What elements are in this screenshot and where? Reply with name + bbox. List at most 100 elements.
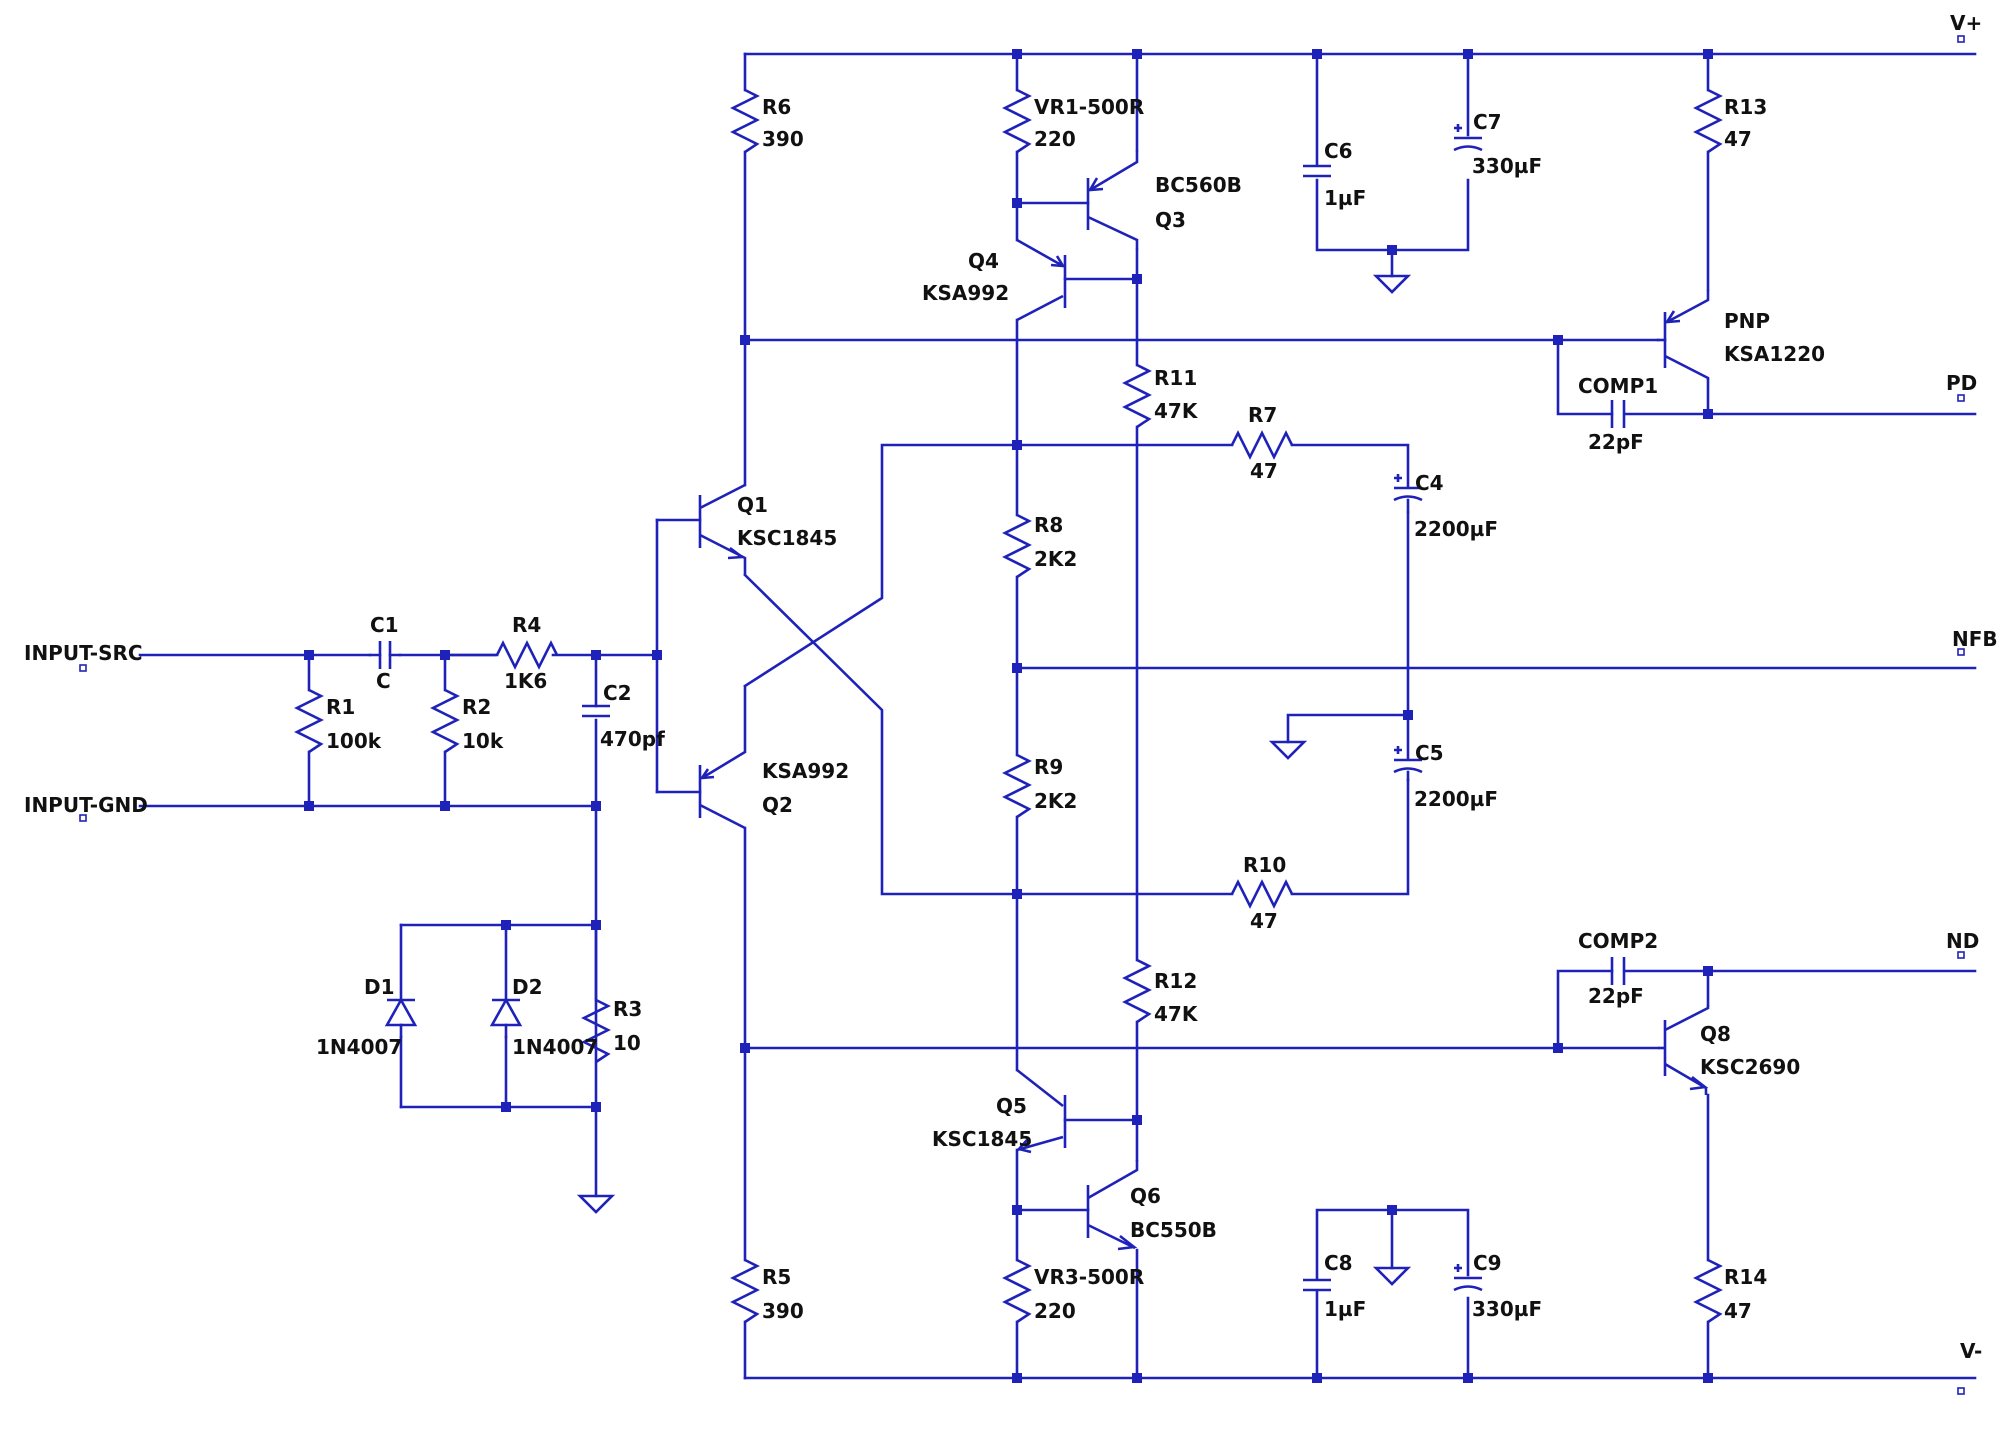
port-nd-label: ND bbox=[1946, 929, 1979, 953]
capacitor-c2 bbox=[582, 704, 610, 718]
d2-ref: D2 bbox=[512, 975, 543, 999]
port-vminus-label: V- bbox=[1960, 1339, 1982, 1363]
port-input-src-label: INPUT-SRC bbox=[24, 641, 143, 665]
vr3-ref: VR3-500R bbox=[1034, 1265, 1144, 1289]
r10-right-wire bbox=[1290, 778, 1410, 896]
q3-ref: Q3 bbox=[1155, 208, 1186, 232]
comp2-left-wire bbox=[1556, 969, 1614, 1050]
capacitor-c1 bbox=[368, 641, 402, 669]
q3-value: BC560B bbox=[1155, 173, 1242, 197]
d2-value: 1N4007 bbox=[512, 1035, 598, 1059]
capacitor-c5 bbox=[1393, 746, 1423, 782]
c5-ref: C5 bbox=[1415, 741, 1444, 765]
wires bbox=[138, 52, 1977, 1380]
r3-value: 10 bbox=[613, 1031, 641, 1055]
resistor-r7 bbox=[1230, 430, 1294, 460]
resistor-r10 bbox=[1230, 879, 1294, 909]
r13-ref: R13 bbox=[1724, 95, 1767, 119]
capacitor-comp1 bbox=[1610, 400, 1626, 428]
r14-value: 47 bbox=[1724, 1299, 1752, 1323]
resistor-vr3 bbox=[1002, 1258, 1032, 1324]
resistor-r2 bbox=[430, 688, 460, 754]
diodes bbox=[384, 997, 523, 1039]
c8-value: 1µF bbox=[1324, 1297, 1366, 1321]
resistor-r5 bbox=[730, 1258, 760, 1324]
transistor-q2 bbox=[698, 686, 747, 830]
capacitor-c8 bbox=[1303, 1278, 1331, 1292]
c6-value: 1µF bbox=[1324, 186, 1366, 210]
q2-ref: Q2 bbox=[762, 793, 793, 817]
transistor-q4 bbox=[1016, 238, 1067, 322]
r13-value: 47 bbox=[1724, 127, 1752, 151]
comp2-value: 22pF bbox=[1588, 984, 1644, 1008]
q8-ref: Q8 bbox=[1700, 1022, 1731, 1046]
comp1-left-wire bbox=[1556, 338, 1614, 416]
r12-ref: R12 bbox=[1154, 969, 1197, 993]
resistors bbox=[294, 88, 1723, 1324]
c5-gnd-wire bbox=[1286, 713, 1410, 744]
resistor-r3 bbox=[581, 998, 611, 1064]
q6-value: BC550B bbox=[1130, 1218, 1217, 1242]
r1-value: 100k bbox=[326, 729, 382, 753]
r4-value: 1K6 bbox=[504, 669, 547, 693]
resistor-r9 bbox=[1002, 753, 1032, 819]
vr3-value: 220 bbox=[1034, 1299, 1076, 1323]
resistor-r13 bbox=[1693, 88, 1723, 154]
ground-icon bbox=[1372, 274, 1412, 294]
diode-d1 bbox=[384, 997, 418, 1039]
r2-ref: R2 bbox=[462, 695, 491, 719]
capacitor-c6 bbox=[1303, 164, 1331, 178]
comp1-ref: COMP1 bbox=[1578, 374, 1658, 398]
resistor-r4 bbox=[495, 640, 559, 670]
q8-value: KSC2690 bbox=[1700, 1055, 1800, 1079]
q5-ref: Q5 bbox=[996, 1094, 1027, 1118]
capacitor-c4 bbox=[1393, 474, 1423, 514]
resistor-r14 bbox=[1693, 1258, 1723, 1324]
r3-ref: R3 bbox=[613, 997, 642, 1021]
cross-wire-a bbox=[743, 573, 1234, 896]
q7-value: KSA1220 bbox=[1724, 342, 1825, 366]
vr1-ref: VR1-500R bbox=[1034, 95, 1144, 119]
c8-ref: C8 bbox=[1324, 1251, 1353, 1275]
d1-ref: D1 bbox=[364, 975, 395, 999]
port-pd-label: PD bbox=[1946, 371, 1977, 395]
resistor-vr1 bbox=[1002, 88, 1032, 154]
transistor-q7 bbox=[1663, 290, 1710, 380]
resistor-r1 bbox=[294, 688, 324, 754]
r6-ref: R6 bbox=[762, 95, 791, 119]
c1-ref: C1 bbox=[370, 613, 399, 637]
transistors bbox=[698, 150, 1710, 1251]
q6-ref: Q6 bbox=[1130, 1184, 1161, 1208]
r5-ref: R5 bbox=[762, 1265, 791, 1289]
r9-ref: R9 bbox=[1034, 755, 1063, 779]
c4-ref: C4 bbox=[1415, 471, 1444, 495]
c9-ref: C9 bbox=[1473, 1251, 1502, 1275]
capacitor-comp2 bbox=[1610, 957, 1626, 985]
transistor-q8 bbox=[1658, 1005, 1710, 1095]
transistor-q3 bbox=[1086, 150, 1139, 250]
junctions bbox=[304, 49, 1713, 1383]
c2-value: 470pf bbox=[600, 727, 665, 751]
r4-ref: R4 bbox=[512, 613, 541, 637]
resistor-r11 bbox=[1122, 363, 1152, 429]
q2-value: KSA992 bbox=[762, 759, 849, 783]
cross-wire-b bbox=[743, 443, 1234, 688]
transistor-q6 bbox=[1086, 1160, 1139, 1251]
d1-value: 1N4007 bbox=[316, 1035, 402, 1059]
r10-value: 47 bbox=[1250, 909, 1278, 933]
r7-value: 47 bbox=[1250, 459, 1278, 483]
c6-ref: C6 bbox=[1324, 139, 1353, 163]
q1-ref: Q1 bbox=[737, 493, 768, 517]
port-pins bbox=[79, 35, 1965, 1395]
r10-ref: R10 bbox=[1243, 853, 1286, 877]
r5-value: 390 bbox=[762, 1299, 804, 1323]
q4-value: KSA992 bbox=[922, 281, 1009, 305]
q1-value: KSC1845 bbox=[737, 526, 837, 550]
ground-icon bbox=[1372, 1266, 1412, 1286]
c7-ref: C7 bbox=[1473, 110, 1502, 134]
q5-value: KSC1845 bbox=[932, 1127, 1032, 1151]
c9-value: 330µF bbox=[1472, 1297, 1542, 1321]
ground-icon bbox=[1268, 740, 1308, 760]
